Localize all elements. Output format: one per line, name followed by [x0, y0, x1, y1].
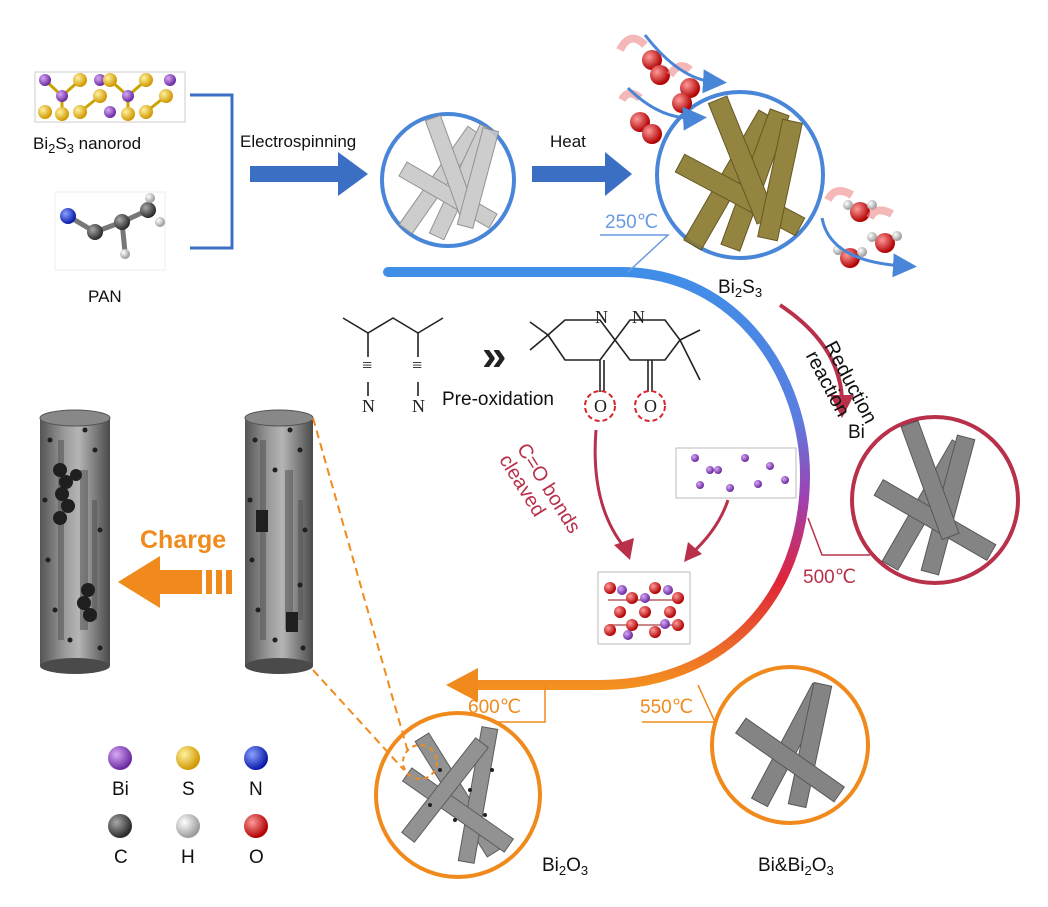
pan-molecule-icon	[54, 191, 166, 271]
legend-s-label: S	[182, 779, 195, 800]
legend-c-label: C	[114, 847, 128, 868]
bi2s3-fiber-circle	[655, 90, 825, 260]
atom-n-ring-right: N	[632, 307, 645, 327]
legend-o-label: O	[249, 847, 264, 868]
triple-bond-left: ≡	[362, 355, 373, 375]
pre-oxidation-label: Pre-oxidation	[442, 389, 554, 410]
electrospun-fiber-circle	[380, 112, 516, 248]
bi2o3-label: Bi2O3	[542, 855, 589, 878]
bi2s3-nanorod-label: Bi2S3 nanorod	[33, 134, 142, 156]
arc-arrowhead	[446, 668, 478, 702]
bi-atoms-box	[675, 447, 797, 499]
bi-merge-arrow	[689, 499, 730, 557]
merge-bracket	[190, 93, 234, 250]
triple-bond-right: ≡	[412, 355, 423, 375]
zoom-line-bottom	[312, 669, 405, 771]
t600-label: 600℃	[468, 697, 522, 718]
charge-label: Charge	[140, 526, 227, 554]
co-cleave-arrow	[593, 429, 627, 549]
charge-arrow	[118, 556, 232, 608]
legend-h-label: H	[181, 847, 195, 868]
pan-label: PAN	[88, 287, 122, 306]
t500-label: 500℃	[803, 567, 857, 588]
bi-fiber-circle	[850, 415, 1020, 585]
temperature-path-arc	[383, 267, 811, 690]
legend-s-ball	[176, 746, 200, 770]
bi2o3-fiber-circle	[374, 711, 542, 879]
atom-o-left: O	[594, 396, 607, 416]
oxygen-molecules-icon	[616, 34, 727, 144]
pan-chain-structure	[342, 317, 444, 396]
water-molecules-icon	[820, 187, 917, 278]
legend-c-ball	[108, 814, 132, 838]
atom-n-ring-left: N	[595, 307, 608, 327]
ladder-structure	[529, 319, 701, 392]
zoom-line-top	[312, 417, 409, 753]
reduction-arrow	[778, 303, 844, 401]
chevron-icon: »	[482, 331, 506, 380]
bi-bi2o3-label: Bi&Bi2O3	[758, 855, 834, 878]
t250-leader	[600, 234, 670, 273]
t250-label: 250℃	[605, 212, 659, 233]
heat-label: Heat	[550, 132, 586, 151]
bi-bi2o3-fiber-circle	[710, 665, 870, 825]
atom-n-right: N	[412, 396, 425, 416]
bi2o3-crystal-icon	[597, 571, 691, 645]
legend-n-label: N	[249, 779, 263, 800]
t500-leader	[807, 517, 870, 556]
bi2s3-crystal-icon	[34, 71, 186, 123]
legend-bi-label: Bi	[112, 779, 129, 800]
legend-h-ball	[176, 814, 200, 838]
electrospinning-arrow	[250, 152, 368, 196]
o-highlight-left	[584, 390, 616, 422]
heat-arrow	[532, 152, 632, 196]
electrospinning-label: Electrospinning	[240, 132, 357, 151]
legend-n-ball	[244, 746, 268, 770]
legend-bi-ball	[108, 746, 132, 770]
atom-n-left: N	[362, 396, 375, 416]
legend	[108, 746, 268, 838]
t550-label: 550℃	[640, 697, 694, 718]
charged-fiber-icon	[39, 409, 111, 674]
pristine-fiber-icon	[244, 409, 314, 674]
o-highlight-right	[634, 390, 666, 422]
bi2s3-label: Bi2S3	[718, 277, 763, 300]
legend-o-ball	[244, 814, 268, 838]
bi-label: Bi	[848, 422, 865, 443]
atom-o-right: O	[644, 396, 657, 416]
